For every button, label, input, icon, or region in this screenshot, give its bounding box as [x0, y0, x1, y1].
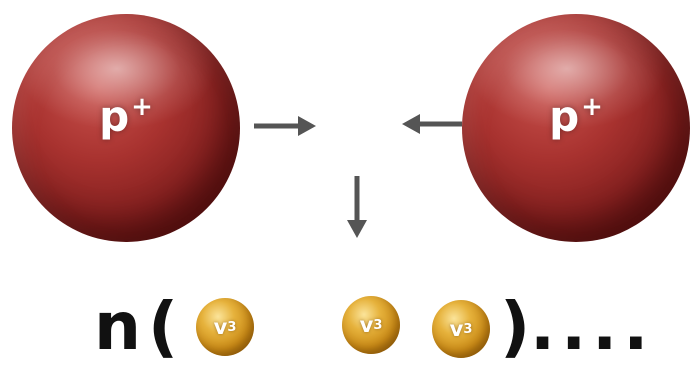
equation-ellipsis: ....: [530, 288, 655, 365]
arrow-left: [402, 114, 462, 134]
proton-right: p+: [462, 14, 690, 242]
equation-close-paren: ): [500, 288, 531, 365]
arrow-right: [254, 116, 316, 136]
equation-n: n: [94, 288, 141, 365]
proton-left: p+: [12, 14, 240, 242]
equation-open-paren: (: [148, 288, 179, 365]
arrow-down: [347, 176, 367, 238]
proton-left-label: p+: [99, 92, 153, 141]
proton-right-label: p+: [549, 92, 603, 141]
